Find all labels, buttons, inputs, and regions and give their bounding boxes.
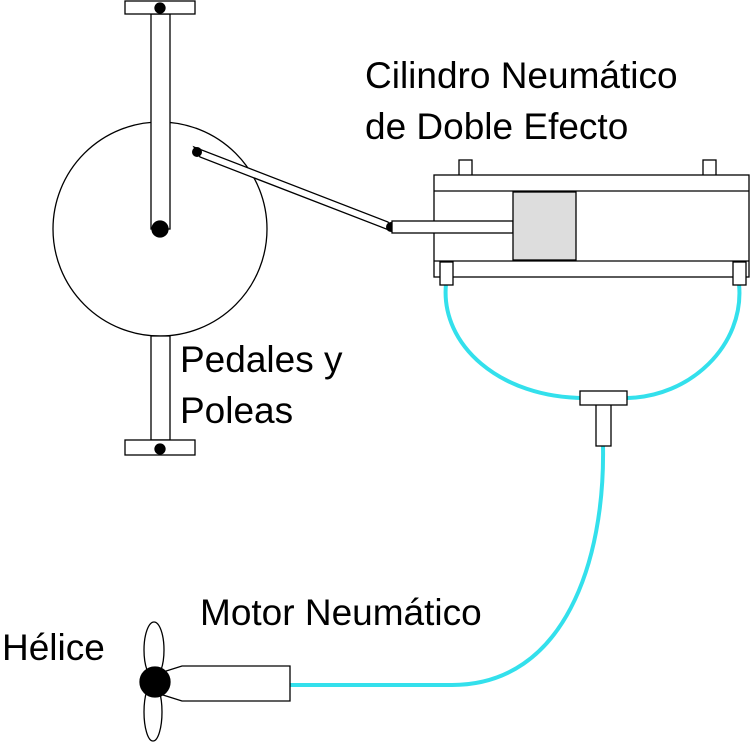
piston-rod — [391, 220, 514, 234]
pedals-label-line1: Pedales y — [180, 339, 343, 380]
double-acting-cylinder — [391, 159, 750, 286]
pedal-top-pivot — [154, 2, 166, 14]
hoses — [288, 282, 742, 687]
pedals-and-pulleys — [52, 0, 268, 456]
crank-arm-lower — [150, 335, 171, 441]
pedal-bottom-pivot — [154, 443, 166, 455]
crank-axle — [151, 220, 169, 238]
pedals-label-line2: Poleas — [180, 390, 293, 431]
hose-to-motor — [288, 444, 606, 687]
crank-arm-upper — [150, 13, 171, 230]
piston — [512, 191, 577, 261]
propeller-label: Hélice — [2, 627, 105, 668]
rod-pivot-pulley — [192, 147, 202, 157]
hose-right-port — [623, 282, 742, 400]
motor-housing — [162, 665, 291, 702]
tee-fitting-bar — [579, 390, 628, 406]
port-fitting-left — [439, 261, 454, 286]
tee-fitting — [579, 390, 628, 447]
port-fitting-right — [732, 261, 747, 286]
hose-left-port — [443, 282, 587, 400]
motor-and-propeller — [139, 621, 291, 742]
cylinder-label-line1: Cilindro Neumático — [365, 55, 678, 96]
cylinder-label-line2: de Doble Efecto — [365, 106, 628, 147]
propeller-hub — [139, 666, 171, 698]
motor-label: Motor Neumático — [200, 592, 482, 633]
